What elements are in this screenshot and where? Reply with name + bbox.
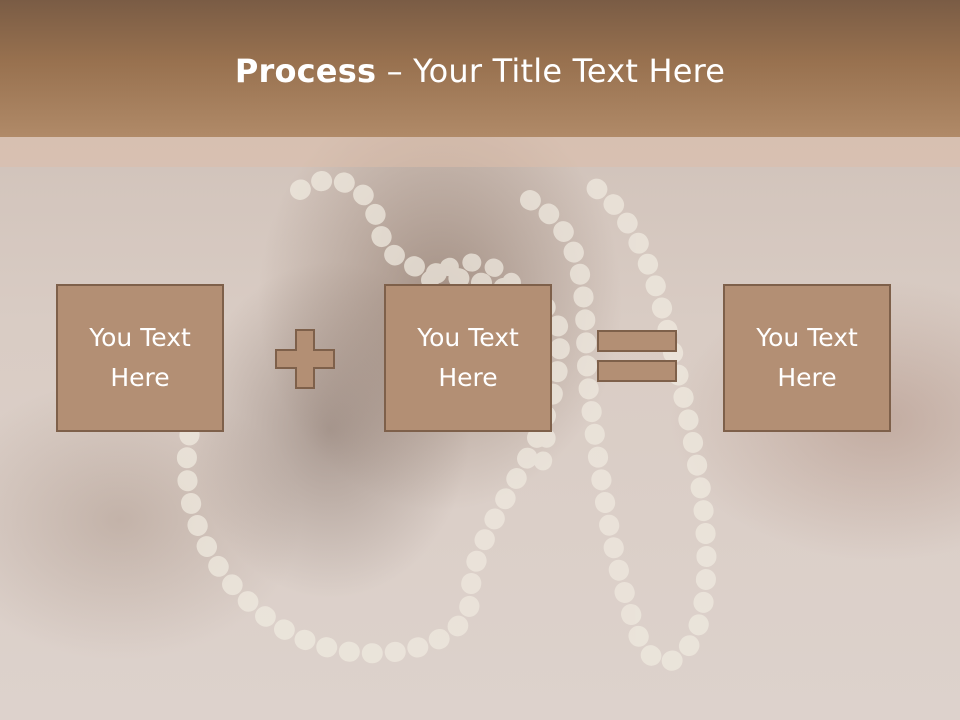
process-box-3[interactable]: You Text Here: [723, 284, 891, 432]
process-box-2[interactable]: You Text Here: [384, 284, 552, 432]
slide-title-bold: Process: [234, 52, 377, 90]
equals-icon: [597, 330, 677, 382]
process-box-2-text: You Text Here: [417, 323, 519, 392]
process-box-3-text: You Text Here: [756, 323, 858, 392]
title-bar-band: [0, 137, 960, 167]
plus-icon: [275, 329, 335, 389]
process-box-1[interactable]: You Text Here: [56, 284, 224, 432]
process-box-1-text: You Text Here: [89, 323, 191, 392]
slide-title-rest: – Your Title Text Here: [376, 52, 726, 90]
title-bar: [0, 0, 960, 137]
slide-title: Process – Your Title Text Here: [0, 52, 960, 90]
